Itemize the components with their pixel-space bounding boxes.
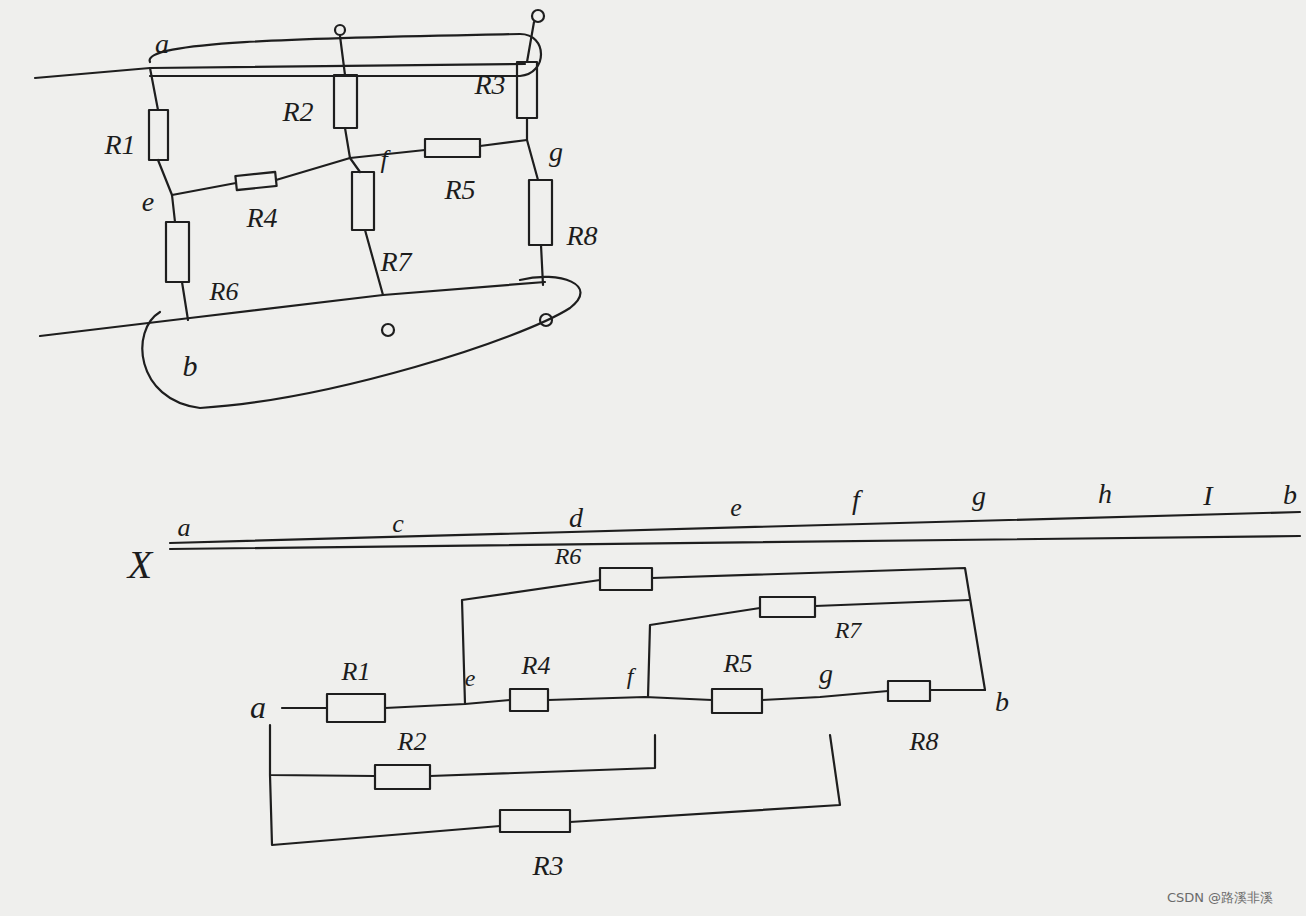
wire	[527, 22, 534, 140]
wire	[172, 158, 350, 195]
resistor-label: R7	[835, 617, 862, 643]
cross-mark: X	[128, 543, 152, 587]
node-letter: a	[250, 690, 266, 725]
node-letter: f	[380, 146, 387, 175]
node-dot	[335, 25, 345, 35]
node-letter: g	[819, 659, 833, 690]
wire	[350, 158, 383, 295]
node-letter: f	[627, 663, 634, 689]
resistor-symbol	[352, 172, 374, 230]
lasso	[142, 277, 580, 408]
wire	[462, 568, 985, 704]
node-letter: c	[392, 510, 404, 539]
resistor-symbol	[600, 568, 652, 590]
resistor-label: R2	[282, 97, 313, 128]
wire	[282, 690, 985, 708]
node-letter: g	[972, 481, 986, 512]
resistor-label: R1	[342, 658, 371, 687]
resistor-label: R8	[566, 221, 597, 252]
node-letter: g	[549, 137, 563, 168]
resistor-symbol	[425, 139, 480, 157]
node-dot	[540, 314, 552, 326]
wire	[172, 195, 188, 320]
resistor-symbol	[149, 110, 168, 160]
node-letter: f	[852, 485, 860, 516]
resistor-label: R3	[474, 70, 505, 101]
node-letter: a	[155, 29, 169, 60]
resistor-symbol	[334, 75, 357, 128]
resistor-label: R8	[910, 728, 939, 757]
resistor-symbol	[166, 222, 189, 282]
resistor-symbol	[760, 597, 815, 617]
resistor-symbol	[500, 810, 570, 832]
resistor-label: R6	[555, 543, 582, 569]
node-letter: b	[995, 687, 1009, 718]
node-letter: I	[1203, 481, 1212, 512]
node-letter: e	[465, 665, 476, 691]
node-letter: e	[142, 187, 154, 218]
resistor-symbol	[235, 172, 276, 190]
resistor-label: R5	[724, 650, 753, 679]
resistor-label: R1	[104, 130, 135, 161]
resistor-label: R2	[398, 728, 427, 757]
wire	[170, 536, 1300, 549]
node-letter: a	[178, 514, 191, 543]
node-letter: d	[569, 503, 583, 534]
resistor-symbol	[375, 765, 430, 789]
resistor-symbol	[510, 689, 548, 711]
node-dot	[532, 10, 544, 22]
resistor-label: R3	[532, 851, 563, 882]
resistor-label: R7	[380, 247, 411, 278]
resistor-label: R5	[444, 175, 475, 206]
wire	[270, 725, 655, 776]
watermark: CSDN @路溪非溪	[1167, 891, 1273, 905]
resistor-symbol	[888, 681, 930, 701]
node-letter: b	[1283, 480, 1297, 511]
wire	[648, 600, 970, 697]
node-letter: e	[730, 494, 742, 523]
node-letter: b	[183, 349, 198, 382]
resistor-symbol	[517, 62, 537, 118]
resistor-label: R4	[522, 652, 551, 681]
wire	[350, 140, 527, 158]
wire	[270, 735, 840, 845]
resistor-label: R6	[210, 278, 239, 307]
resistor-symbol	[327, 694, 385, 722]
wire	[40, 282, 545, 336]
resistor-label: R4	[246, 203, 277, 234]
resistor-symbol	[712, 689, 762, 713]
node-dot	[382, 324, 394, 336]
wire	[150, 68, 172, 195]
node-letter: h	[1098, 479, 1112, 510]
resistor-symbol	[529, 180, 552, 245]
wire	[340, 36, 350, 158]
